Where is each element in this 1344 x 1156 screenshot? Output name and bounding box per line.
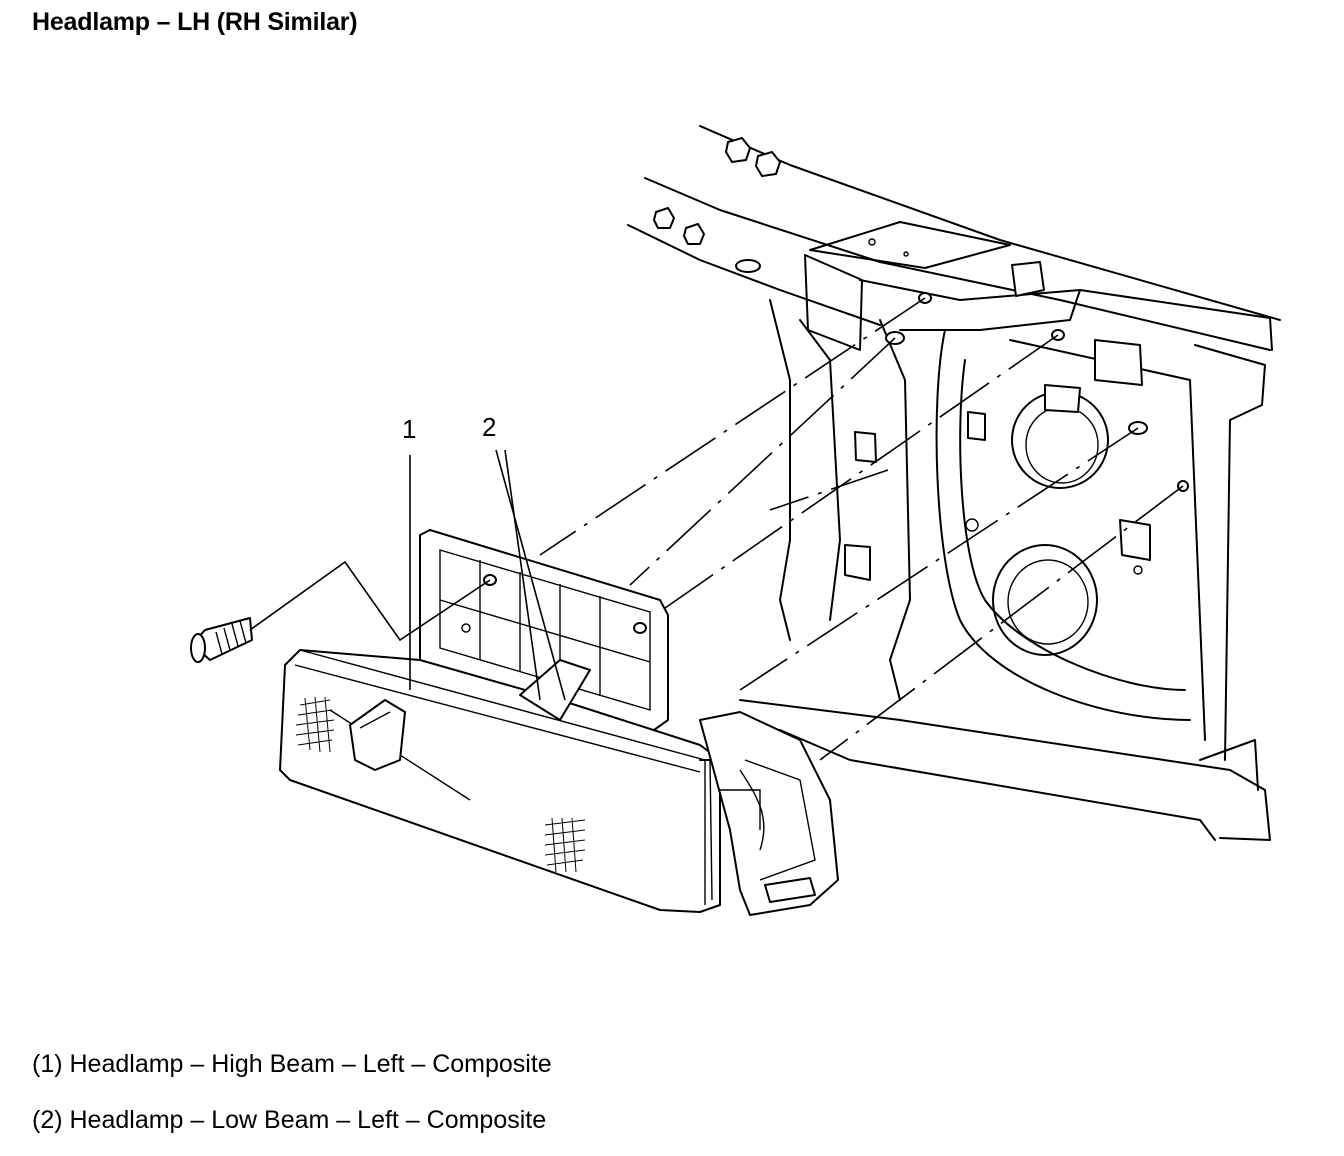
headlamp-exploded-diagram: 1 2: [190, 125, 1281, 916]
nut-icon: [653, 137, 781, 245]
callout-1: 1: [402, 414, 416, 444]
page-title: Headlamp – LH (RH Similar): [32, 8, 358, 36]
callout-2: 2: [482, 412, 496, 442]
alignment-lines: [539, 297, 1184, 761]
headlamp-housing: [279, 649, 721, 913]
legend-item-2: (2) Headlamp – Low Beam – Left – Composi…: [32, 1106, 547, 1134]
screw-icon: [190, 617, 253, 663]
legend: (1) Headlamp – High Beam – Left – Compos…: [32, 1044, 552, 1156]
radiator-support: [627, 125, 1281, 841]
side-marker-lamp: [699, 711, 839, 916]
lens-texture: [295, 696, 586, 873]
legend-item-1: (1) Headlamp – High Beam – Left – Compos…: [32, 1050, 552, 1078]
